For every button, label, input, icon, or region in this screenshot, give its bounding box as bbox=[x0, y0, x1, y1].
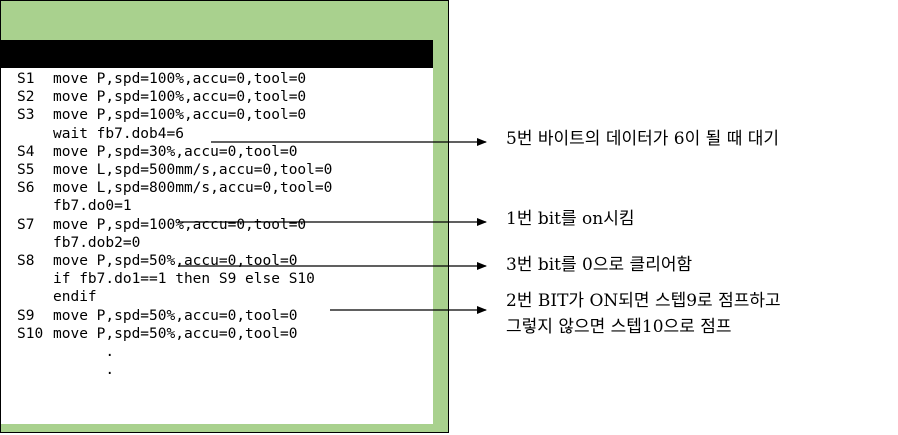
code-text: move P,spd=30%,accu=0,tool=0 bbox=[53, 143, 298, 160]
code-text: move P,spd=50%,accu=0,tool=0 bbox=[53, 253, 298, 269]
code-text: if fb7.do1==1 then S9 else S10 bbox=[53, 271, 315, 288]
step-label: S8 bbox=[17, 253, 35, 269]
code-text: . bbox=[53, 344, 115, 360]
step-label: S5 bbox=[17, 162, 35, 178]
step-label: S3 bbox=[17, 107, 35, 124]
code-text: move P,spd=100%,accu=0,tool=0 bbox=[53, 216, 307, 233]
code-text: move P,spd=50%,accu=0,tool=0 bbox=[53, 307, 298, 324]
step-label: S2 bbox=[17, 89, 35, 106]
annotation-wait: 5번 바이트의 데이터가 6이 될 때 대기 bbox=[506, 129, 780, 149]
code-text: move P,spd=50%,accu=0,tool=0 bbox=[53, 325, 298, 342]
annotation-dob2: 3번 bit를 0으로 클리어함 bbox=[506, 255, 693, 275]
code-text: move L,spd=500mm/s,accu=0,tool=0 bbox=[53, 162, 333, 178]
code-text: move P,spd=100%,accu=0,tool=0 bbox=[53, 89, 307, 106]
step-label: S9 bbox=[17, 307, 35, 324]
step-label: S4 bbox=[17, 143, 35, 160]
window-header-bar bbox=[1, 40, 433, 68]
code-text: wait fb7.dob4=6 bbox=[53, 125, 184, 142]
annotation-if-line2: 그렇지 않으면 스텝10으로 점프 bbox=[506, 317, 732, 337]
code-text: move P,spd=100%,accu=0,tool=0 bbox=[53, 107, 307, 124]
code-text: endif bbox=[53, 289, 97, 306]
step-label: S6 bbox=[17, 180, 35, 197]
code-text: fb7.dob2=0 bbox=[53, 234, 141, 251]
code-text: move L,spd=800mm/s,accu=0,tool=0 bbox=[53, 180, 333, 197]
code-text: fb7.do0=1 bbox=[53, 198, 132, 215]
annotation-if-line1: 2번 BIT가 ON되면 스텝9로 점프하고 bbox=[506, 291, 781, 311]
step-label: S1 bbox=[17, 71, 35, 87]
annotation-do0: 1번 bit를 on시킴 bbox=[506, 209, 635, 229]
code-text: move P,spd=100%,accu=0,tool=0 bbox=[53, 71, 307, 87]
code-pane bbox=[1, 68, 433, 424]
code-text: . bbox=[53, 362, 115, 379]
step-label: S7 bbox=[17, 216, 35, 233]
step-label: S10 bbox=[17, 325, 44, 342]
